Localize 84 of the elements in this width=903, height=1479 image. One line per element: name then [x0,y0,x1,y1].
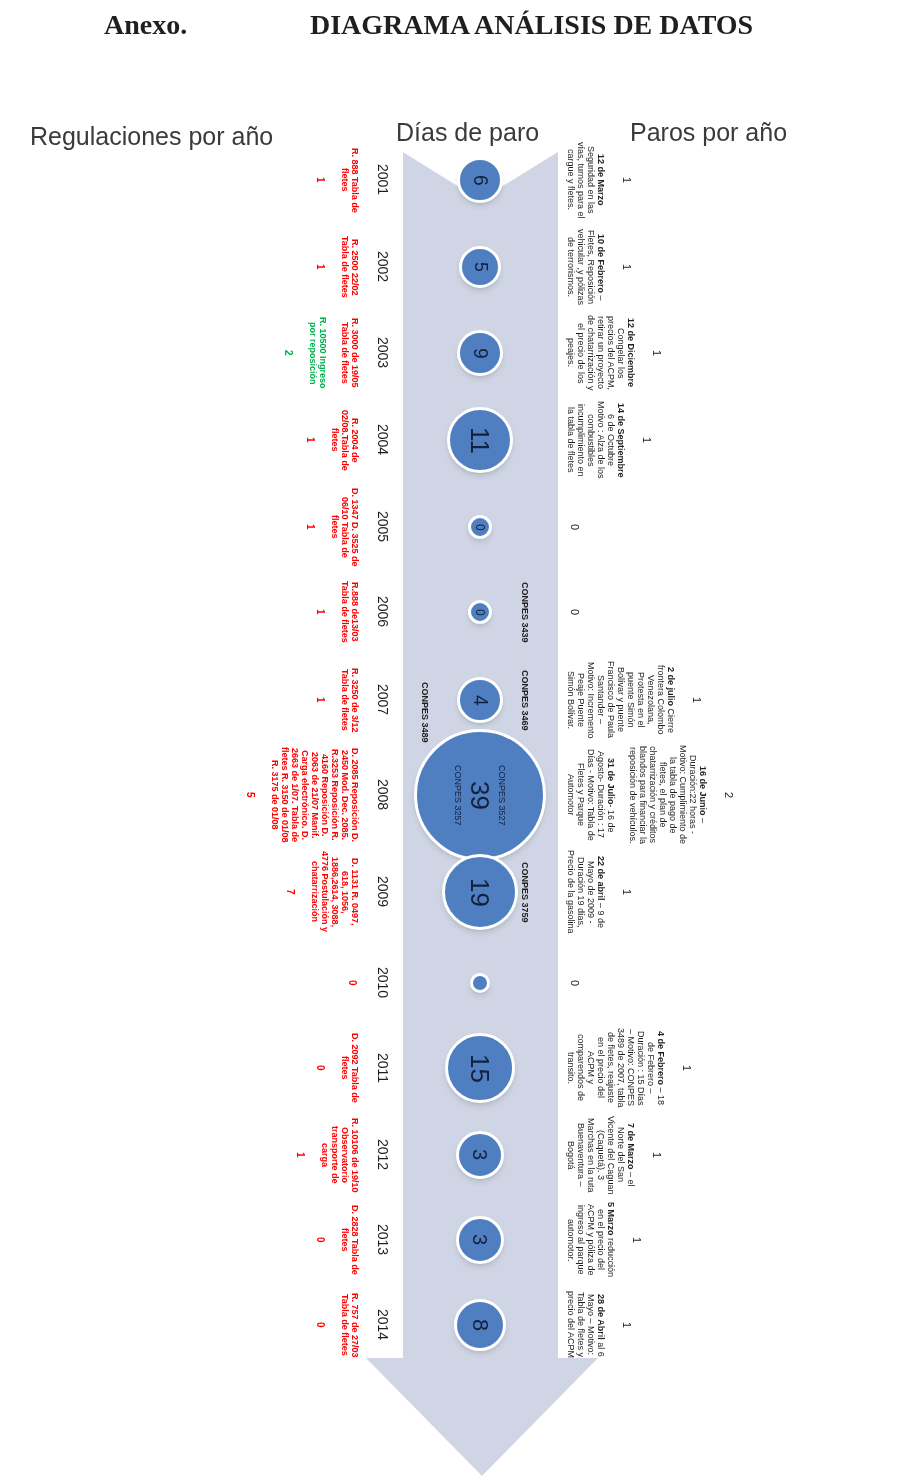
bubble-value: 39 [467,780,493,810]
bubble-value: 4 [470,694,490,706]
count-value: 1 [314,177,327,183]
count-value: 1 [314,697,327,703]
column-header: Paros por año [630,117,788,148]
strike-description: 12 de Marzo Seguridad en las vías, turnos para el cargue y fletes. [566,140,606,220]
count-value: 7 [284,889,297,895]
count-value: 1 [649,349,664,357]
year-label: 2006 [374,596,392,628]
year-label: 2005 [374,511,392,543]
bubble-value: 5 [471,262,489,272]
count-value: 0 [346,980,359,986]
regulation-text: R. 10500 Ingreso por reposición [308,316,328,391]
policy-label: CONPES 3257 [453,764,463,826]
count-value: 0 [567,523,582,531]
count-value: 1 [629,1236,644,1244]
year-label: 2009 [374,876,392,908]
policy-label: CONPES 3759 [520,862,530,923]
count-value: 1 [679,1064,694,1072]
count-value: 1 [619,1321,634,1329]
year-label: 2001 [374,164,392,196]
count-value: 1 [314,609,327,615]
count-value: 1 [314,264,327,270]
count-value: 1 [639,436,654,444]
count-value: 2 [282,350,295,356]
policy-label: CONPES 3527 [497,764,507,826]
year-label: 2007 [374,684,392,716]
bubble-value: 0 [474,523,486,531]
strike-description: 12 de Diciembre Congelar los precios del ACPM, retirar un proyecto de chatarrización y el precio de los peajes. [566,314,636,393]
regulation-text: R. 2004 de 02/08.Tabla de fletes [330,408,360,473]
year-label: 2004 [374,424,392,456]
regulation-text: R. 10106 de 19/10 Observatorio transporte de carga [320,1116,360,1195]
regulation-text: R.888 de13/03 Tabla de fletes [340,580,360,645]
policy-label: CONPES 3469 [520,670,530,731]
regulation-text: R. 888 Tabla de fletes [340,146,360,215]
count-value: 1 [294,1152,307,1158]
column-header: Regulaciones por año [30,121,274,152]
year-label: 2012 [374,1139,392,1171]
year-label: 2014 [374,1309,392,1341]
count-value: 1 [619,888,634,896]
annex-heading: Anexo. [104,8,188,42]
policy-label: CONPES 3489 [420,682,430,743]
count-value: 0 [567,608,582,616]
count-value: 1 [649,1151,664,1159]
count-value: 1 [619,176,634,184]
bubble-value: 3 [469,1234,491,1246]
regulation-text: D. 2828 Tabla de fletes [340,1204,360,1277]
bubble-value: 3 [469,1149,491,1161]
count-value: 0 [314,1322,327,1328]
bubble [457,157,503,203]
count-value: 0 [567,979,582,987]
year-label: 2010 [374,967,392,999]
count-value: 1 [689,696,704,704]
count-value: 1 [304,524,317,530]
page-title: DIAGRAMA ANÁLISIS DE DATOS [310,8,754,42]
regulation-text: D. 2092 Tabla de fletes [340,1032,360,1105]
count-value: 5 [244,792,257,798]
strike-description: 14 de Septiembre 6 de Octubre Motivo : Alza de los combustibles incumplimiento en la tabla de fletes [566,400,626,480]
count-value: 1 [619,263,634,271]
column-header: Días de paro [396,117,540,148]
bubble-value: 8 [469,1318,491,1332]
year-label: 2003 [374,337,392,369]
count-value: 0 [314,1237,327,1243]
regulation-text: R. 2500 22/02 Tabla de fletes [340,235,360,300]
bubble-value: 0 [474,608,486,616]
bubble-value: 15 [467,1053,493,1083]
bubble-value: 11 [467,426,493,454]
policy-label: CONPES 3439 [520,582,530,643]
year-label: 2013 [374,1224,392,1256]
regulation-text: D. 1347 D. 3525 de 06/10 Tabla de fletes [330,487,360,567]
regulation-text: D. 2085 Reposición D. 2450 Mod. Dec. 2085. R.3253 Reposición R. 4160 Reposición D. 2063 de 21/07 Manif. Carga electrónico. D. 2663 de 1/07. Tabla de fletes R. 3150 de 01/08 R. 3175 de 01/08 [270,746,360,845]
bubble-value: 19 [467,877,493,907]
year-label: 2011 [374,1052,392,1084]
bubble-value: 6 [470,174,490,186]
regulation-text: R. 757 de 27/03 Tabla de fletes [340,1291,360,1360]
year-label: 2002 [374,251,392,283]
count-value: 2 [721,791,736,799]
count-value: 1 [304,437,317,443]
bubble-value: 9 [470,347,490,359]
regulation-text: D. 1131 R. 0497, 618, 1056, 1886,2614, 3088, 4776 Postulación y chatarrización [310,850,360,935]
regulation-text: R. 3250 de 3/12 Tabla de fletes [340,666,360,735]
year-label: 2008 [374,779,392,811]
count-value: 0 [314,1065,327,1071]
regulation-text: R. 3000 de 19/05 Tabla de fletes [340,317,360,390]
